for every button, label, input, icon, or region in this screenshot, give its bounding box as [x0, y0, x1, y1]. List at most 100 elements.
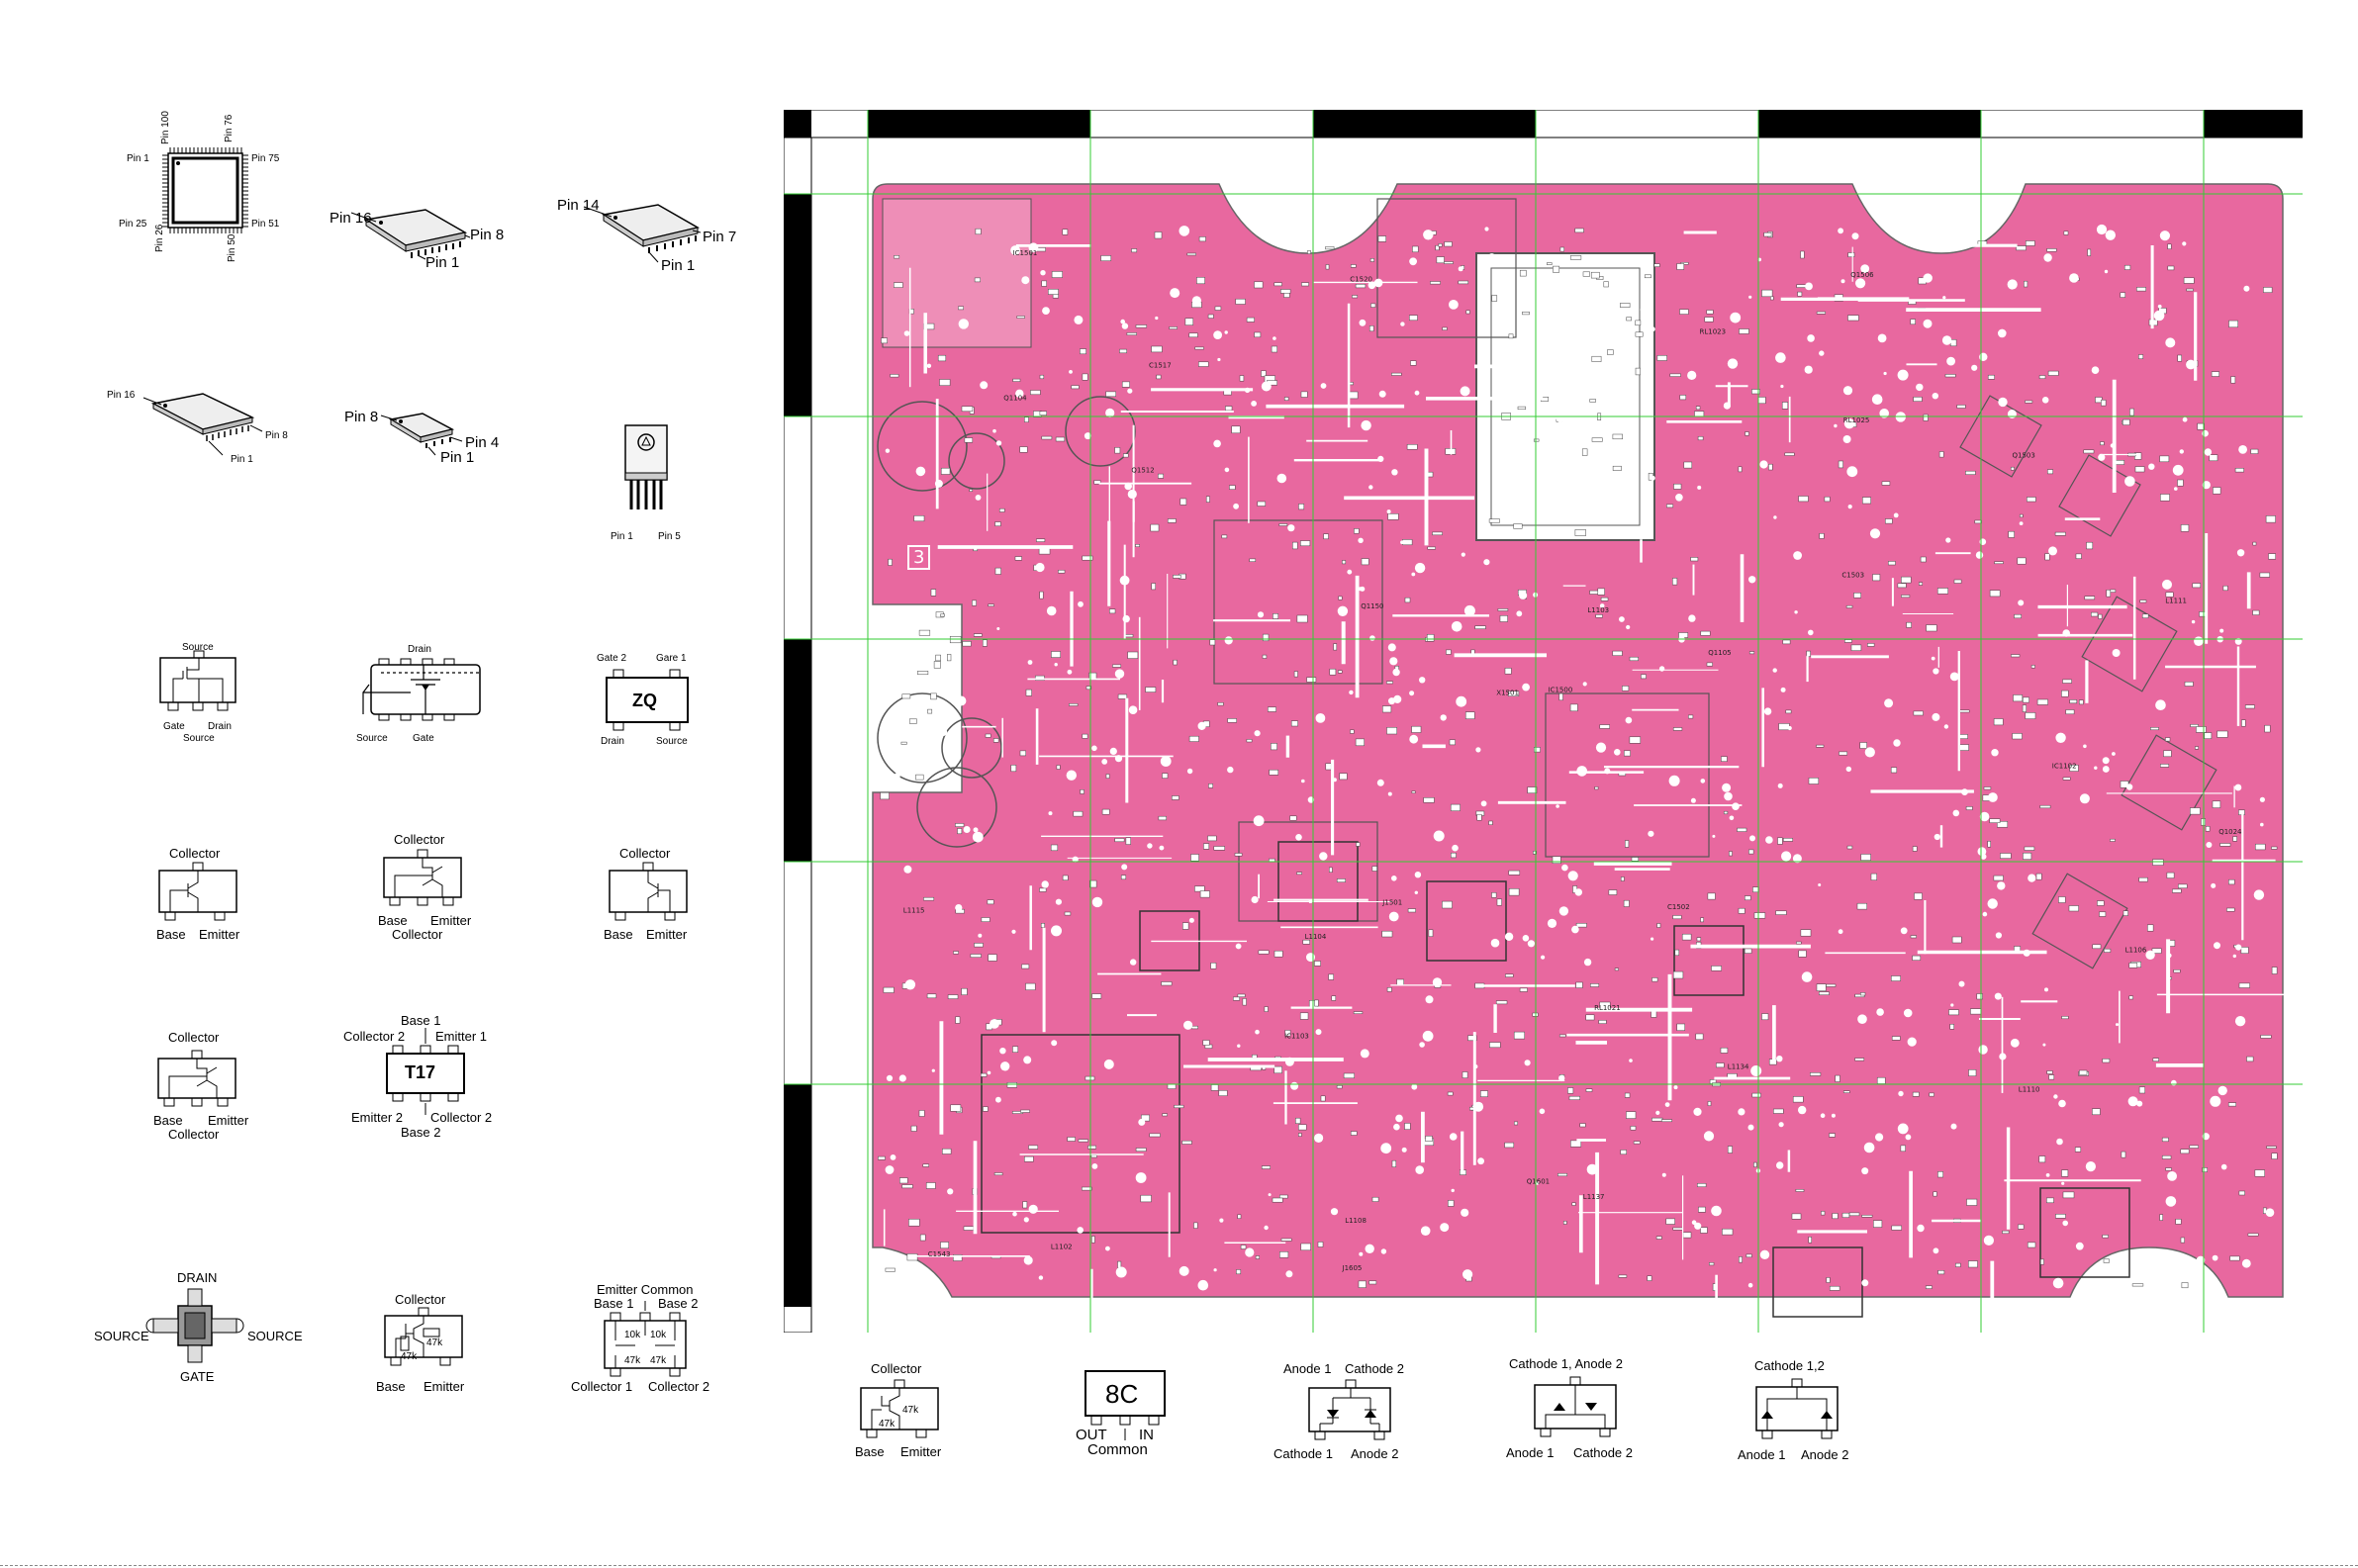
- relay-outline: [1213, 519, 1383, 685]
- pcb-ref-label: C1517: [1149, 361, 1172, 369]
- qfp-pin50-label: Pin 50: [227, 233, 237, 262]
- zq-icon: [606, 669, 689, 731]
- qfp-pin26-label: Pin 26: [154, 224, 165, 252]
- ic-outline: [2039, 1187, 2130, 1278]
- ssop16-pin1-label: Pin 1: [231, 454, 253, 465]
- rfpower-drain-label: DRAIN: [177, 1270, 218, 1285]
- t17-emitter2-label: Emitter 2: [351, 1110, 404, 1125]
- digtr2-r1-label: 47k: [902, 1405, 919, 1416]
- tr1-emitter-label: Emitter: [199, 927, 240, 942]
- digtr1-icon: [384, 1307, 463, 1366]
- tr3-collector-label: Collector: [619, 846, 671, 861]
- diode1-icon: [1308, 1379, 1391, 1440]
- so8-pin1-label: Pin 1: [440, 449, 475, 466]
- tr1-base-label: Base: [156, 927, 186, 942]
- t17-collector2b-label: Collector 2: [430, 1110, 493, 1125]
- digtr1-package: Collector 47k 47k Base Emitter: [371, 1291, 490, 1400]
- qfp-pin1-label: Pin 1: [127, 153, 149, 164]
- ruler-left-block: [784, 194, 811, 416]
- tr4-package: Collector Base Emitter Collector: [148, 1031, 267, 1145]
- t17-icon: [386, 1028, 465, 1115]
- t17-base1-label: Base 1: [401, 1013, 441, 1028]
- pcb-ref-label: RL1023: [1700, 327, 1727, 335]
- pcb-ref-label: IC1501: [1013, 249, 1038, 257]
- zq-drain-label: Drain: [601, 736, 624, 747]
- electrolytic-cap: [916, 767, 997, 848]
- zq-marking: ZQ: [632, 691, 657, 710]
- qfp-pin100-label: Pin 100: [160, 111, 171, 144]
- t17-emitter1-label: Emitter 1: [435, 1029, 488, 1044]
- qfp-pin51-label: Pin 51: [251, 219, 280, 230]
- qfp-pin75-label: Pin 75: [251, 153, 280, 164]
- diode1-package: Anode 1 Cathode 2 Cathode 1 Anode 2: [1272, 1360, 1430, 1469]
- zq-package: ZQ Gate 2 Gare 1 Drain Source: [589, 648, 717, 757]
- ruler-left-block: [784, 639, 811, 862]
- zq-gate1-label: Gare 1: [656, 653, 687, 664]
- digtr2-package: Collector 47k 47k Base Emitter: [849, 1360, 968, 1469]
- reg8c-out-label: OUT: [1076, 1427, 1107, 1443]
- t17-package: T17 Base 1 Collector 2 Emitter 1 Emitter…: [341, 1014, 510, 1143]
- diode2-anode1-label: Anode 1: [1506, 1445, 1555, 1460]
- qfp100-package: Pin 1 Pin 25 Pin 26 Pin 50 Pin 51 Pin 75…: [119, 109, 366, 277]
- t17-collector2-label: Collector 2: [343, 1029, 406, 1044]
- rfpower-icon: [145, 1288, 244, 1363]
- pcb-ref-label: J1605: [1342, 1264, 1363, 1272]
- ruler-top-block: [868, 110, 1090, 138]
- diode1-cathode2-label: Cathode 2: [1345, 1361, 1404, 1376]
- pcb-ref-label: Q1104: [1003, 394, 1027, 402]
- tr4-collector-bottom-label: Collector: [168, 1127, 220, 1142]
- diode3-anode1-label: Anode 1: [1738, 1447, 1786, 1462]
- pcb-ref-label: C1502: [1667, 903, 1690, 911]
- digtr1-base-label: Base: [376, 1379, 406, 1394]
- pcb-board-outline: [872, 183, 2284, 1298]
- pcb-ref-label: C1543: [928, 1250, 951, 1258]
- tr4-emitter-label: Emitter: [208, 1113, 249, 1128]
- ruler-top-block: [784, 110, 811, 138]
- fet2-gate-label: Gate: [413, 733, 434, 744]
- to220-pin5-label: Pin 5: [658, 531, 681, 542]
- so16-pin16-label: Pin 16: [330, 210, 372, 227]
- fet1-gate-label: Gate: [163, 721, 185, 732]
- diode3-top-label: Cathode 1,2: [1754, 1358, 1825, 1373]
- tr3-package: Collector Base Emitter: [604, 846, 703, 945]
- pcb-ref-label: Q1105: [1708, 649, 1731, 657]
- electrolytic-cap: [877, 692, 968, 784]
- diode2-package: Cathode 1, Anode 2 Anode 1 Cathode 2: [1499, 1355, 1657, 1469]
- pcb-ref-label: Q1150: [1361, 602, 1383, 610]
- diode3-anode2-label: Anode 2: [1801, 1447, 1849, 1462]
- pcb-ref-label: Q1503: [2013, 452, 2035, 460]
- diode2-cathode2-label: Cathode 2: [1573, 1445, 1633, 1460]
- ruler-left-block: [784, 1084, 811, 1307]
- tr4-collector-top-label: Collector: [168, 1030, 220, 1045]
- ruler-top-block: [2204, 110, 2303, 138]
- ssop16-icon: [142, 393, 263, 456]
- tr2-collector-bottom-label: Collector: [392, 927, 443, 942]
- digtr1-collector-label: Collector: [395, 1292, 446, 1307]
- ic-outline: [1673, 925, 1745, 996]
- tr2-base-label: Base: [378, 913, 408, 928]
- tr4-icon: [157, 1050, 236, 1107]
- so8-pin4-label: Pin 4: [465, 434, 500, 451]
- dualdig-r1-label: 10k: [624, 1330, 641, 1340]
- digtr2-icon: [860, 1379, 939, 1438]
- to220-pin1-label: Pin 1: [611, 531, 633, 542]
- zq-gate2-label: Gate 2: [597, 653, 627, 664]
- rfpower-source-right-label: SOURCE: [247, 1329, 303, 1343]
- reg8c-common-label: Common: [1087, 1441, 1148, 1458]
- tr1-collector-label: Collector: [169, 846, 221, 861]
- reg8c-in-label: IN: [1139, 1427, 1154, 1443]
- digtr2-r2-label: 47k: [879, 1419, 896, 1430]
- dualdig-collector2-label: Collector 2: [648, 1379, 710, 1394]
- diode2-top-label: Cathode 1, Anode 2: [1509, 1356, 1623, 1371]
- tr1-icon: [158, 862, 237, 921]
- ssop16-package: Pin 16 Pin 8 Pin 1: [104, 386, 302, 465]
- qfp100-icon: [162, 147, 248, 233]
- ic-outline: [1277, 841, 1359, 922]
- pcb-ref-label: RL1025: [1843, 416, 1870, 424]
- rfpower-package: DRAIN SOURCE SOURCE GATE: [94, 1271, 312, 1390]
- tr2-icon: [383, 849, 462, 906]
- t17-base2-label: Base 2: [401, 1125, 441, 1140]
- rfpower-gate-label: GATE: [180, 1369, 215, 1384]
- qfp-pin76-label: Pin 76: [224, 114, 235, 142]
- so8-package: Pin 8 Pin 4 Pin 1: [341, 406, 519, 465]
